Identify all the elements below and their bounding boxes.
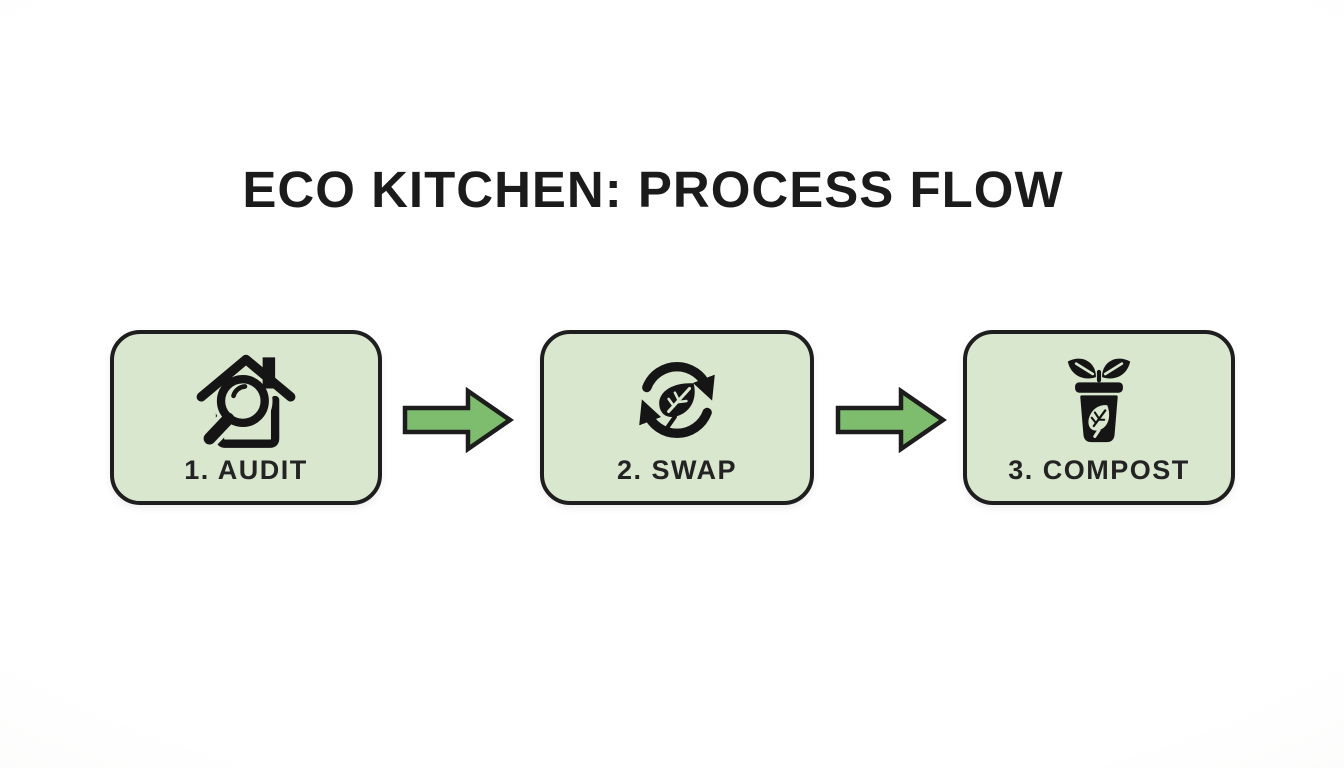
step-box-swap: 2. SWAP <box>540 330 814 505</box>
step-label: 3. COMPOST <box>1008 455 1190 485</box>
leaf-recycle-swap-icon <box>621 348 733 452</box>
step-label: 1. AUDIT <box>184 455 308 485</box>
step-box-compost: 3. COMPOST <box>963 330 1235 505</box>
compost-bin-leaf-icon <box>1043 348 1155 452</box>
flow-arrow-icon <box>833 384 949 456</box>
house-magnifier-audit-icon <box>190 348 302 452</box>
page-title: ECO KITCHEN: PROCESS FLOW <box>242 161 1064 218</box>
flow-arrow-icon <box>400 384 516 456</box>
step-box-audit: 1. AUDIT <box>110 330 382 505</box>
step-label: 2. SWAP <box>616 455 738 485</box>
